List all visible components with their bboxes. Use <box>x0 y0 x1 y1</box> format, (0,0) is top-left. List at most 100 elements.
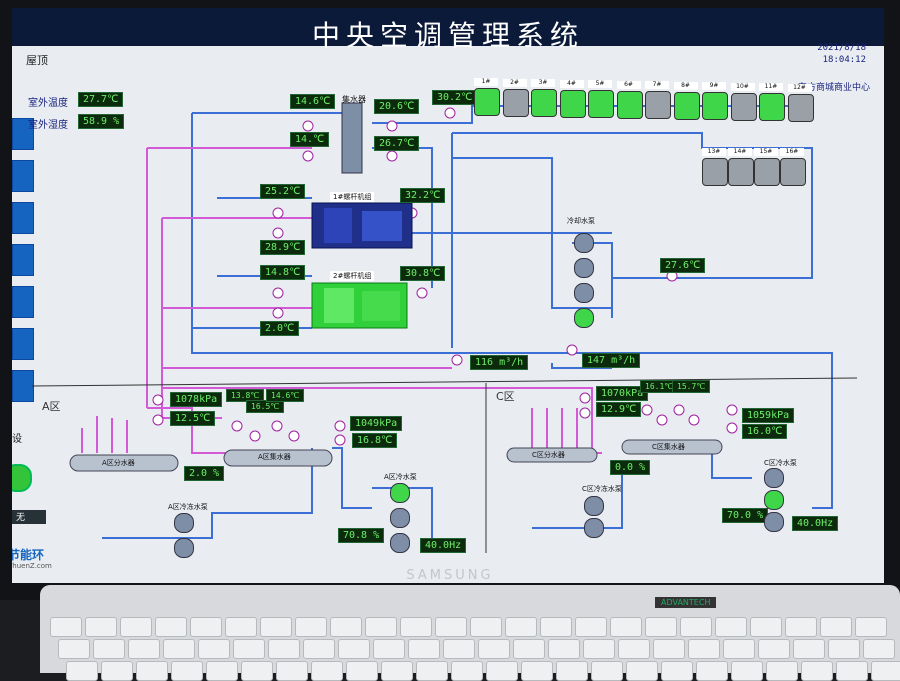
keyboard-key[interactable] <box>723 639 755 659</box>
keyboard-key[interactable] <box>171 661 203 681</box>
cooling-tower[interactable]: 13# <box>702 148 728 186</box>
nav-button-5[interactable] <box>12 286 34 318</box>
keyboard-key[interactable] <box>163 639 195 659</box>
keyboard-key[interactable] <box>128 639 160 659</box>
keyboard-key[interactable] <box>198 639 230 659</box>
pump-icon[interactable] <box>390 483 410 503</box>
keyboard-key[interactable] <box>785 617 817 637</box>
keyboard-key[interactable] <box>276 661 308 681</box>
keyboard-key[interactable] <box>338 639 370 659</box>
pump-icon[interactable] <box>390 533 410 553</box>
keyboard-key[interactable] <box>295 617 327 637</box>
keyboard-key[interactable] <box>548 639 580 659</box>
nav-button-1[interactable] <box>12 118 34 150</box>
keyboard-key[interactable] <box>155 617 187 637</box>
keyboard-key[interactable] <box>731 661 763 681</box>
keyboard-key[interactable] <box>863 639 895 659</box>
keyboard-key[interactable] <box>556 661 588 681</box>
keyboard-key[interactable] <box>766 661 798 681</box>
pump-icon[interactable] <box>764 468 784 488</box>
keyboard-key[interactable] <box>610 617 642 637</box>
keyboard-key[interactable] <box>241 661 273 681</box>
cooling-tower[interactable]: 14# <box>728 148 754 186</box>
keyboard-key[interactable] <box>346 661 378 681</box>
nav-button-6[interactable] <box>12 328 34 360</box>
pump-icon[interactable] <box>390 508 410 528</box>
keyboard-key[interactable] <box>268 639 300 659</box>
keyboard-key[interactable] <box>758 639 790 659</box>
cooling-tower[interactable]: 15# <box>754 148 780 186</box>
keyboard-key[interactable] <box>85 617 117 637</box>
keyboard-key[interactable] <box>828 639 860 659</box>
cooling-tower[interactable]: 2# <box>502 78 529 117</box>
cooling-tower[interactable]: 16# <box>780 148 806 186</box>
pump-icon[interactable] <box>764 512 784 532</box>
pump-icon[interactable] <box>764 490 784 510</box>
keyboard-key[interactable] <box>836 661 868 681</box>
keyboard-key[interactable] <box>373 639 405 659</box>
keyboard-key[interactable] <box>820 617 852 637</box>
keyboard-key[interactable] <box>136 661 168 681</box>
nav-button-4[interactable] <box>12 244 34 276</box>
keyboard-key[interactable] <box>190 617 222 637</box>
keyboard-key[interactable] <box>470 617 502 637</box>
cooling-tower[interactable]: 8# <box>673 81 700 120</box>
keyboard-key[interactable] <box>618 639 650 659</box>
keyboard-key[interactable] <box>435 617 467 637</box>
keyboard-key[interactable] <box>715 617 747 637</box>
nav-button-3[interactable] <box>12 202 34 234</box>
keyboard-key[interactable] <box>58 639 90 659</box>
keyboard-key[interactable] <box>206 661 238 681</box>
keyboard-key[interactable] <box>260 617 292 637</box>
keyboard-key[interactable] <box>696 661 728 681</box>
keyboard-key[interactable] <box>225 617 257 637</box>
pump-icon[interactable] <box>174 538 194 558</box>
pump-icon[interactable] <box>574 233 594 253</box>
keyboard-key[interactable] <box>505 617 537 637</box>
keyboard-key[interactable] <box>575 617 607 637</box>
cooling-tower[interactable]: 1# <box>474 78 500 116</box>
keyboard-key[interactable] <box>626 661 658 681</box>
keyboard-key[interactable] <box>303 639 335 659</box>
keyboard-key[interactable] <box>513 639 545 659</box>
pump-icon[interactable] <box>174 513 194 533</box>
keyboard-key[interactable] <box>233 639 265 659</box>
cooling-tower[interactable]: 6# <box>616 80 643 119</box>
keyboard-key[interactable] <box>661 661 693 681</box>
keyboard-key[interactable] <box>330 617 362 637</box>
keyboard-key[interactable] <box>521 661 553 681</box>
keyboard-key[interactable] <box>93 639 125 659</box>
keyboard-key[interactable] <box>120 617 152 637</box>
keyboard-key[interactable] <box>750 617 782 637</box>
keyboard-key[interactable] <box>591 661 623 681</box>
keyboard-key[interactable] <box>400 617 432 637</box>
keyboard-key[interactable] <box>871 661 900 681</box>
keyboard-key[interactable] <box>50 617 82 637</box>
pump-icon[interactable] <box>584 496 604 516</box>
cooling-tower[interactable]: 10# <box>730 82 757 121</box>
pump-icon[interactable] <box>574 258 594 278</box>
keyboard-key[interactable] <box>451 661 483 681</box>
nav-button-2[interactable] <box>12 160 34 192</box>
keyboard-key[interactable] <box>540 617 572 637</box>
cooling-tower[interactable]: 3# <box>531 79 557 117</box>
keyboard-key[interactable] <box>416 661 448 681</box>
keyboard-key[interactable] <box>645 617 677 637</box>
keyboard-key[interactable] <box>478 639 510 659</box>
keyboard-key[interactable] <box>801 661 833 681</box>
keyboard-key[interactable] <box>583 639 615 659</box>
pump-icon[interactable] <box>574 308 594 328</box>
keyboard-key[interactable] <box>66 661 98 681</box>
pump-icon[interactable] <box>584 518 604 538</box>
cooling-tower[interactable]: 4# <box>559 79 586 118</box>
keyboard-key[interactable] <box>365 617 397 637</box>
cooling-tower[interactable]: 7# <box>645 81 671 119</box>
keyboard-key[interactable] <box>101 661 133 681</box>
cooling-tower[interactable]: 9# <box>702 82 728 120</box>
keyboard-key[interactable] <box>688 639 720 659</box>
keyboard-key[interactable] <box>653 639 685 659</box>
keyboard-key[interactable] <box>855 617 887 637</box>
stub-button[interactable]: 无 <box>12 510 46 524</box>
keyboard-key[interactable] <box>408 639 440 659</box>
keyboard-key[interactable] <box>311 661 343 681</box>
